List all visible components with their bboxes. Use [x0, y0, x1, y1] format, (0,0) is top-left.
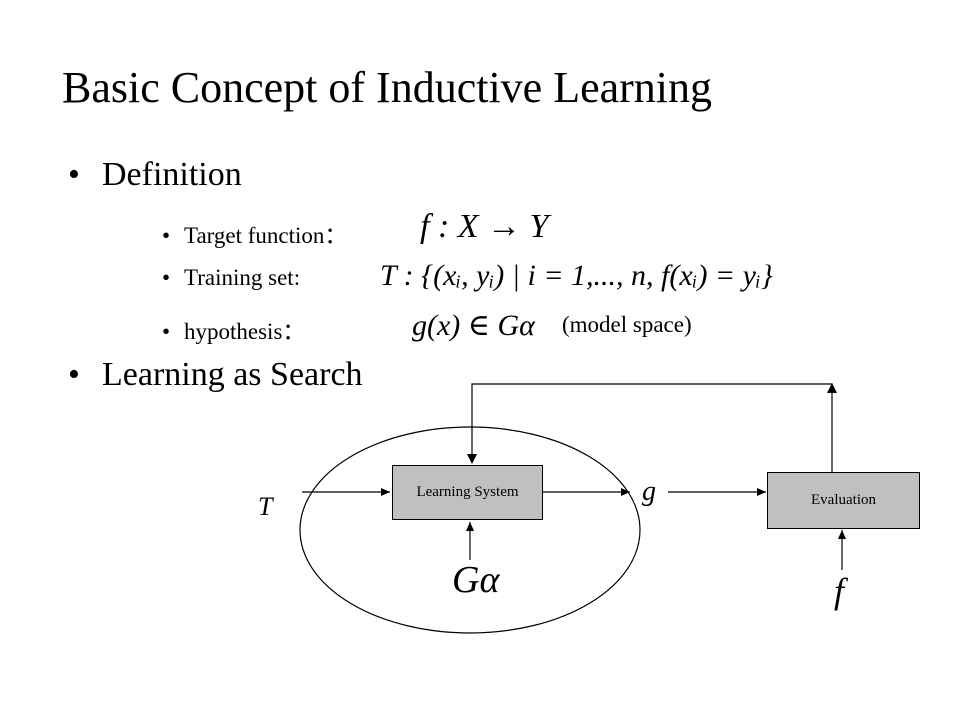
model-space-label: Gα [452, 559, 500, 601]
feedback-arrowhead-down [467, 454, 477, 464]
definition-heading: Definition [102, 156, 242, 193]
sub-hypothesis: • hypothesis： [162, 312, 305, 346]
evaluation-label: Evaluation [811, 492, 876, 508]
target-function-formula: f : X → Y [420, 208, 549, 245]
model-space-ellipse [299, 426, 641, 634]
training-set-formula: T : {(xᵢ, yᵢ) | i = 1,..., n, f(xᵢ) = yᵢ… [380, 259, 773, 292]
evaluation-box: Evaluation [767, 472, 920, 529]
evaluation-input-label-f: f [834, 571, 845, 611]
bullet-dot: • [162, 319, 171, 344]
bullet-learning-as-search: • Learning as Search [68, 356, 363, 394]
input-label-t: T [258, 492, 273, 521]
feedback-arrowhead-top [827, 383, 837, 393]
output-label-g: g [642, 476, 656, 507]
sub-target-function: • Target function： [162, 216, 347, 250]
feedback-arrow [471, 383, 833, 472]
learning-system-box: Learning System [392, 465, 543, 520]
sub-training-set: • Training set: [162, 265, 300, 291]
hypothesis-label: hypothesis： [184, 319, 306, 344]
training-set-label: Training set: [184, 265, 301, 290]
bullet-dot: • [162, 223, 171, 248]
search-heading: Learning as Search [102, 356, 363, 393]
bullet-dot: • [68, 156, 80, 193]
target-function-label: Target function： [184, 223, 348, 248]
hypothesis-note: (model space) [562, 312, 692, 337]
bullet-definition: • Definition [68, 156, 242, 194]
bullet-dot: • [162, 265, 171, 290]
bullet-dot: • [68, 356, 80, 393]
learning-system-label: Learning System [416, 484, 519, 500]
slide-title: Basic Concept of Inductive Learning [62, 63, 713, 112]
hypothesis-formula: g(x) ∈ Gα [412, 309, 535, 342]
